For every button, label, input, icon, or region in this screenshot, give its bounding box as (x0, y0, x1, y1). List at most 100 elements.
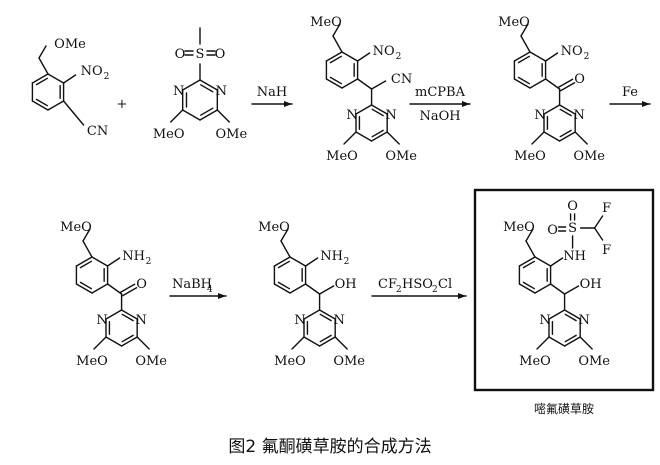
reagent-nabh4-sub: 4 (207, 285, 213, 295)
int5-pyr-ome-bond (93, 336, 107, 350)
int5-meo: MeO (60, 220, 92, 235)
int5-c-o (121, 287, 138, 297)
int6-ch2o-bond (280, 228, 289, 242)
int4-pyr-inner-bond (559, 129, 572, 138)
sm2-bond (199, 79, 219, 91)
int5-bond (75, 256, 93, 267)
reagent-nah: NaH (257, 85, 287, 100)
sm1-inner-bond (35, 98, 49, 107)
pyrimidine-n-right: N (333, 313, 344, 328)
arrow-step5-head (458, 293, 466, 299)
int6-oh: OH (335, 277, 357, 292)
int4-pyr-inner-bond (559, 108, 572, 117)
prod-cf-top (593, 215, 604, 229)
prod-nh2-bond (549, 257, 564, 267)
sm2-sulfur: S (196, 47, 205, 62)
sm1-no2-sub: 2 (104, 72, 110, 82)
sm2-ome-bond (169, 109, 184, 123)
int6-ch-bond (304, 283, 321, 295)
int5-pyr-ome-bond (136, 336, 150, 350)
int5-pyr-bond (120, 336, 138, 347)
prod-pyr-ome-bond (579, 336, 593, 350)
prod-sulfur: S (568, 221, 577, 236)
int3-inner-bond (329, 55, 343, 64)
int4-no2-bond (544, 52, 559, 62)
sm1-bond (47, 100, 65, 111)
int3-bond (341, 78, 359, 89)
int6-bond (289, 256, 307, 267)
int4-meo: MeO (498, 15, 530, 30)
int5-inner-bond (79, 260, 93, 269)
pyrimidine-n-right: N (573, 108, 584, 123)
pyrimidine-n-right: N (385, 108, 396, 123)
sm2-inner-bond (199, 107, 214, 116)
prod-f-top: F (602, 201, 611, 216)
int5-inner-bond (79, 281, 93, 290)
pyrimidine-ome-left: MeO (274, 354, 306, 369)
arrow-step1-head (284, 101, 292, 107)
int5-pyr-bond (105, 336, 123, 347)
int6-bond (273, 283, 291, 294)
int6-pyr-bond (318, 336, 336, 347)
sm1-bond (31, 73, 49, 84)
int6-pyr-ome-bond (291, 336, 305, 350)
int4-inner-bond (517, 76, 531, 85)
pyrimidine-ome-left: MeO (326, 149, 358, 164)
int6-nh2-bond (304, 257, 319, 267)
sm2-bond (181, 109, 201, 121)
pyrimidine-n-right: N (135, 313, 146, 328)
int3-no2-bond (356, 52, 371, 62)
sm1-no2: NO (81, 64, 103, 79)
sm1-ch2-bond (62, 100, 75, 114)
int4-pyr-bond (558, 131, 576, 142)
prod-meo: MeO (503, 220, 535, 235)
pyrimidine-n-left: N (96, 313, 107, 328)
prod-o-left: O (547, 223, 558, 238)
int4-pyr-ome-bond (574, 131, 588, 145)
reagent-cf2-sub: 2 (396, 285, 402, 295)
sm1-ch2o-bond (38, 45, 47, 59)
int3-bond (341, 51, 359, 62)
prod-pyr-inner-bond (564, 334, 577, 343)
pyrimidine-ome-right: OMe (135, 354, 167, 369)
int5-pyr-bond (120, 309, 138, 320)
int4-inner-bond (517, 55, 531, 64)
int5-co-bond (106, 283, 123, 295)
prod-bond (534, 256, 552, 267)
reagent-mcpba: mCPBA (415, 85, 466, 100)
pyrimidine-n-left: N (534, 108, 545, 123)
sm1-cn-bond (72, 112, 85, 126)
pyrimidine-n-left: N (294, 313, 305, 328)
pyrimidine-ome-left: MeO (153, 127, 185, 142)
int4-bond (529, 78, 547, 89)
pyrimidine-ome-right: OMe (333, 354, 365, 369)
int3-pyr-bond (355, 104, 373, 115)
pyrimidine-ome-left: MeO (514, 149, 546, 164)
prod-pyr-bond (563, 336, 581, 347)
plus-sign: + (117, 97, 128, 112)
sm1-cn: CN (87, 124, 108, 139)
int3-no2-sub: 2 (396, 52, 402, 62)
int4-bond (513, 51, 531, 62)
int3-cn-bond (370, 80, 387, 90)
int5-c-o (119, 283, 136, 293)
sm1-ome: OMe (54, 37, 86, 52)
int4-bond (513, 78, 531, 89)
int3-cn: CN (391, 72, 412, 87)
reagent-naoh: NaOH (419, 109, 460, 124)
int6-bond (289, 283, 307, 294)
product-name: 嘧氟磺草胺 (534, 402, 594, 416)
pyrimidine-ome-left: MeO (519, 354, 551, 369)
prod-o-top: O (567, 199, 578, 214)
int3-pyr-ome-bond (386, 131, 400, 145)
reagent-fe: Fe (622, 85, 638, 100)
figure-caption: 图2 氟酮磺草胺的合成方法 (228, 437, 431, 457)
int4-no2-sub: 2 (584, 52, 590, 62)
int6-nh2-sub: 2 (344, 257, 350, 267)
pyrimidine-n-right: N (216, 84, 227, 99)
int6-bond (273, 256, 291, 267)
int6-oh-bond (318, 285, 335, 295)
int6-meo: MeO (258, 220, 290, 235)
prod-oh: OH (580, 277, 602, 292)
